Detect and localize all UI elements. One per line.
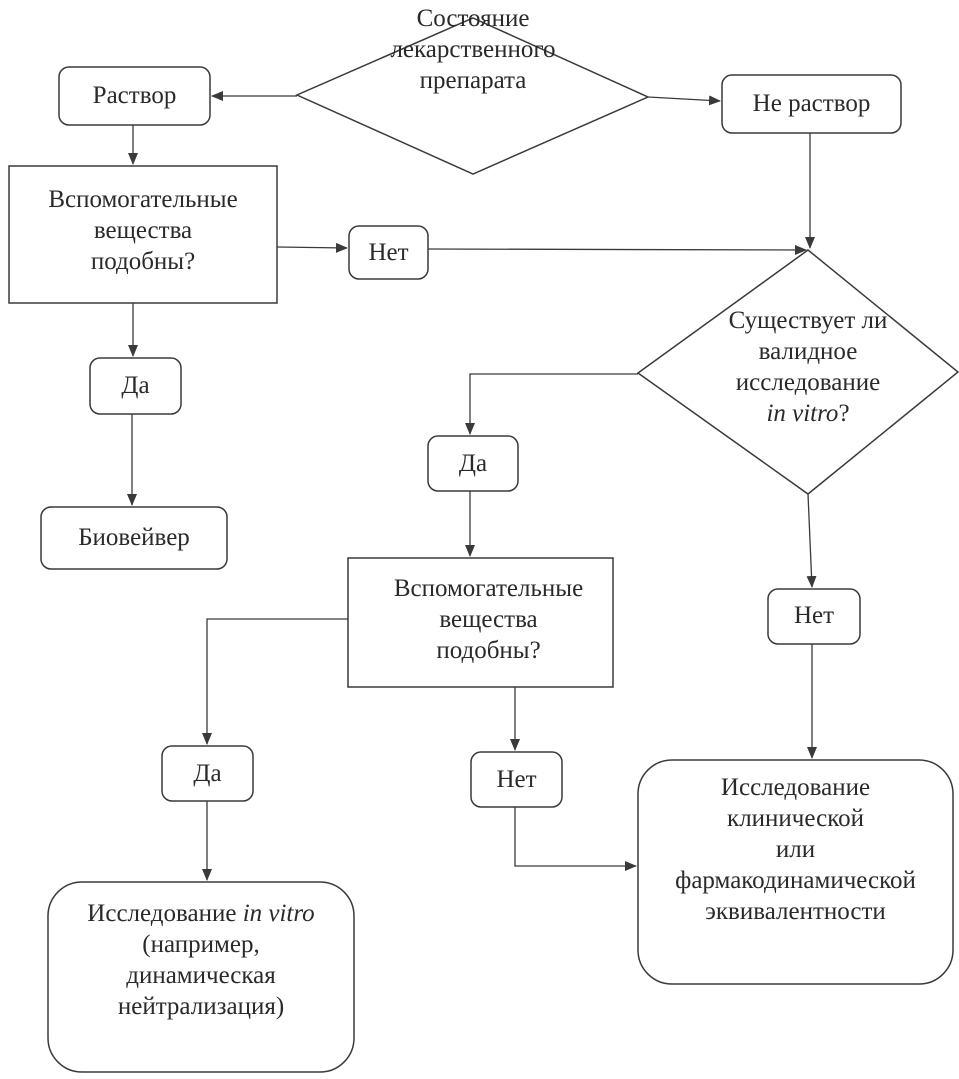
valid-in-vitro-line-4: in vitro?: [766, 400, 850, 427]
biowaiver-box: [40, 506, 228, 570]
arrow-no-to-equivalence-2: [514, 807, 637, 871]
yes-2-box: [427, 435, 519, 492]
in-vitro-study-box: [47, 881, 355, 1073]
yes-2-label: Да: [458, 450, 488, 477]
equivalence-study-box: [637, 759, 954, 985]
arrow-valid-to-yes: [465, 373, 638, 435]
drug-state-line-3: препарата: [419, 67, 527, 94]
no-3-box: [470, 751, 563, 808]
yes-3-label: Да: [193, 760, 222, 787]
no-3-label: Нет: [496, 766, 537, 793]
excipients-similar-2-box: [347, 557, 614, 688]
valid-in-vitro-label: Существует ли валидное исследование in v…: [698, 305, 918, 429]
yes-1-label: Да: [121, 372, 150, 399]
yes-1-box: [89, 357, 182, 415]
drug-state-line-1: Состояние: [416, 5, 530, 32]
solution-label: Раствор: [92, 82, 177, 109]
no-2-box: [767, 588, 861, 645]
arrow-excipients-2-to-yes: [202, 618, 348, 745]
biowaiver-label: Биовейвер: [78, 524, 190, 551]
not-solution-label: Не раствор: [752, 90, 871, 117]
no-2-label: Нет: [793, 602, 835, 629]
not-solution-box: [721, 74, 902, 134]
no-1-box: [348, 225, 429, 280]
arrow-excipients-to-no: [276, 242, 348, 253]
excipients-similar-1-label: Вспомогательные вещества подобны?: [48, 186, 238, 275]
drug-state-label: Состояние лекарственного препарата: [373, 3, 573, 96]
equivalence-study-label: Исследование клинической или фармакодина…: [675, 774, 916, 925]
in-vitro-study-line-1: Исследование in vitro: [87, 900, 315, 927]
arrow-state-to-not-solution: [647, 95, 721, 106]
drug-state-diamond: [295, 17, 650, 175]
solution-box: [58, 66, 211, 126]
excipients-similar-2-label: Вспомогательные вещества подобны?: [393, 575, 584, 664]
arrow-valid-to-no: [806, 493, 817, 588]
excipients-similar-1-box: [8, 165, 278, 304]
arrow-no-to-valid: [427, 244, 807, 255]
in-vitro-study-label: Исследование in vitro (например, динамич…: [48, 898, 354, 1022]
no-1-label: Нет: [368, 239, 409, 266]
drug-state-line-2: лекарственного: [390, 36, 556, 63]
